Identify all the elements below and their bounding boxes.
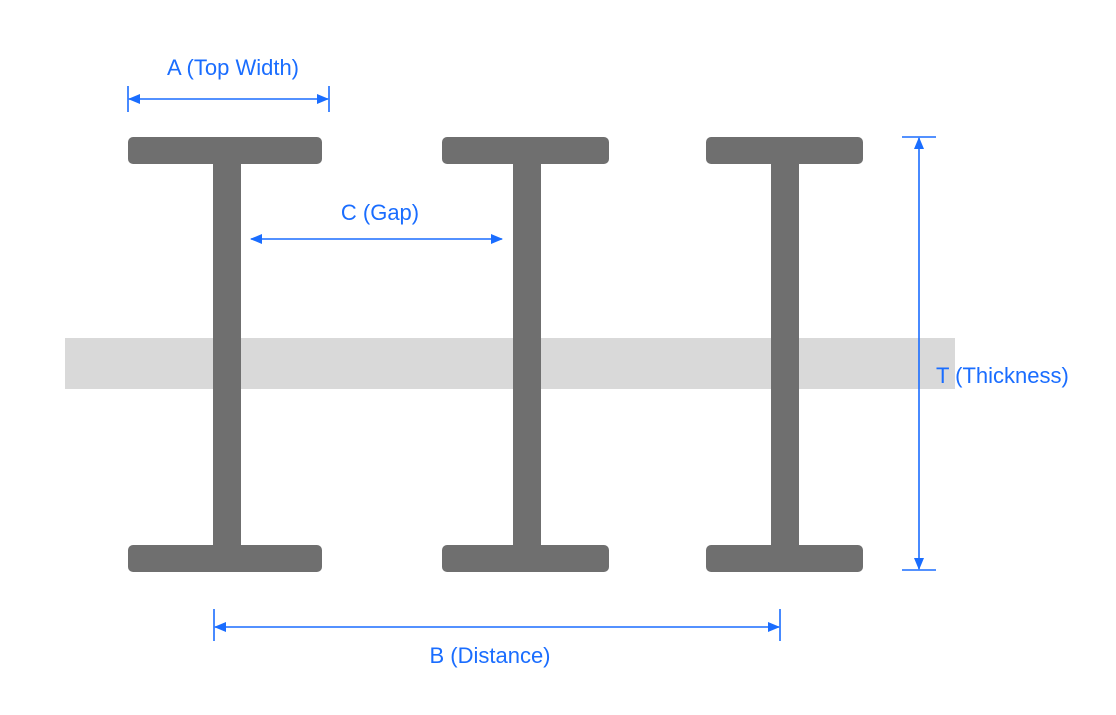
gap-label: C (Gap) xyxy=(341,200,419,225)
i-beam-2-web xyxy=(513,160,541,552)
dimension-distance: B (Distance) xyxy=(213,609,781,668)
i-beam-1-web xyxy=(213,160,241,552)
i-beam-3 xyxy=(706,137,863,572)
i-beam-3-top-flange xyxy=(706,137,863,164)
cross-bar-band xyxy=(65,338,955,389)
dimension-gap: C (Gap) xyxy=(250,200,503,244)
i-beam-2-bottom-flange xyxy=(442,545,609,572)
i-beam-3-web xyxy=(771,160,799,552)
top-width-label: A (Top Width) xyxy=(167,55,299,80)
distance-label: B (Distance) xyxy=(429,643,550,668)
i-beam-1-top-flange xyxy=(128,137,322,164)
thickness-label: T (Thickness) xyxy=(936,363,1069,388)
i-beam-3-bottom-flange xyxy=(706,545,863,572)
i-beam-2-top-flange xyxy=(442,137,609,164)
dimension-top-width: A (Top Width) xyxy=(127,55,330,112)
i-beam-1 xyxy=(128,137,322,572)
i-beam-1-bottom-flange xyxy=(128,545,322,572)
dimension-thickness: T (Thickness) xyxy=(902,136,1069,571)
i-beam-2 xyxy=(442,137,609,572)
